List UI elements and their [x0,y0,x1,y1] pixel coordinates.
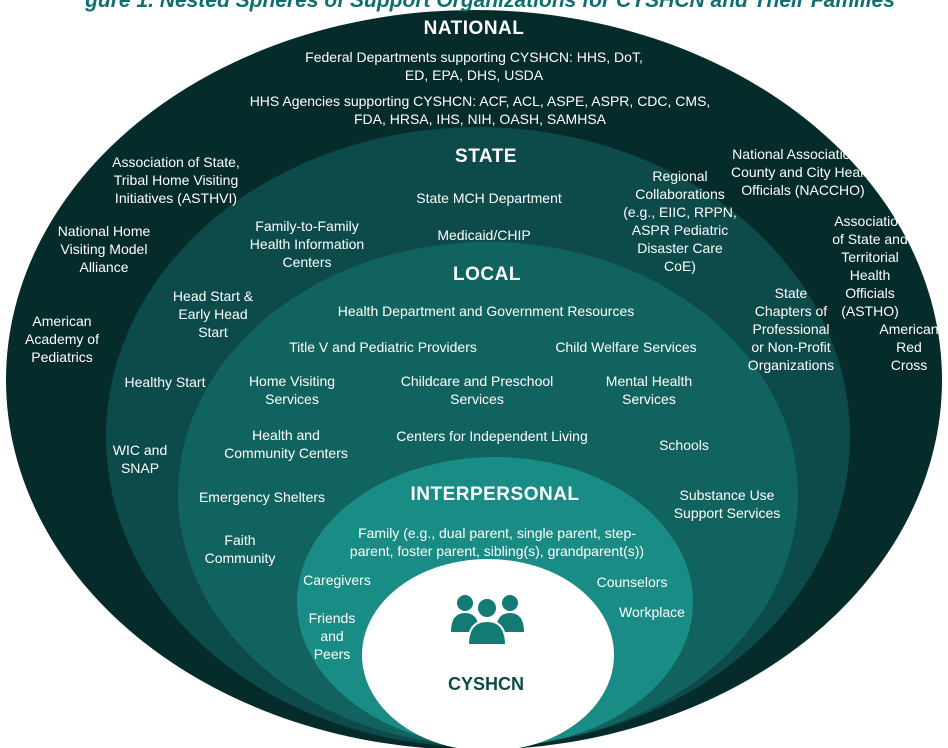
national-red-cross: American Red Cross [879,321,939,373]
state-professional-chapters: State Chapters of Professional or Non-Pr… [747,285,835,373]
national-naccho: National Association of County and City … [731,146,875,198]
national-heading: NATIONAL [423,18,525,39]
state-heading: STATE [455,146,517,167]
national-astho: Association of State and Territorial Hea… [832,213,908,319]
interpersonal-caregivers: Caregivers [303,572,371,588]
national-home-visiting-alliance: National Home Visiting Model Alliance [57,223,151,275]
state-head-start: Head Start & Early Head Start [172,288,254,340]
local-home-visiting: Home Visiting Services [248,373,336,407]
national-asthvi: Association of State, Tribal Home Visiti… [112,154,240,206]
cyshcn-core [362,559,614,748]
national-federal-departments: Federal Departments supporting CYSHCN: H… [305,49,643,83]
people-group-icon [451,595,524,646]
local-child-welfare: Child Welfare Services [555,339,697,355]
state-wic-snap: WIC and SNAP [112,442,168,476]
local-independent-living: Centers for Independent Living [396,428,588,444]
local-health-community-centers: Health and Community Centers [224,427,348,461]
interpersonal-heading: INTERPERSONAL [410,484,580,505]
figure-caption: gure 1. Nested Spheres of Support Organi… [85,0,895,12]
state-mch-department: State MCH Department [416,190,562,206]
interpersonal-counselors: Counselors [596,574,668,590]
local-mental-health: Mental Health Services [605,373,693,407]
state-family-to-family: Family-to-Family Health Information Cent… [249,218,365,270]
state-healthy-start: Healthy Start [124,374,206,390]
local-emergency-shelters: Emergency Shelters [198,489,326,505]
local-title-v: Title V and Pediatric Providers [289,339,477,355]
state-medicaid-chip: Medicaid/CHIP [437,227,531,243]
state-regional-collaborations: Regional Collaborations (e.g., EIIC, RPP… [623,168,737,274]
cyshcn-label: CYSHCN [447,674,525,694]
local-faith-community: Faith Community [204,532,276,566]
local-heading: LOCAL [453,264,521,285]
interpersonal-family: Family (e.g., dual parent, single parent… [349,525,645,559]
local-schools: Schools [659,437,709,453]
local-health-department: Health Department and Government Resourc… [337,303,635,319]
interpersonal-workplace: Workplace [619,604,685,620]
interpersonal-friends-peers: Friends and Peers [308,610,356,662]
national-hhs-agencies: HHS Agencies supporting CYSHCN: ACF, ACL… [249,93,711,127]
national-aap: American Academy of Pediatrics [25,313,99,365]
local-substance-use: Substance Use Support Services [673,487,781,521]
local-childcare: Childcare and Preschool Services [400,373,554,407]
